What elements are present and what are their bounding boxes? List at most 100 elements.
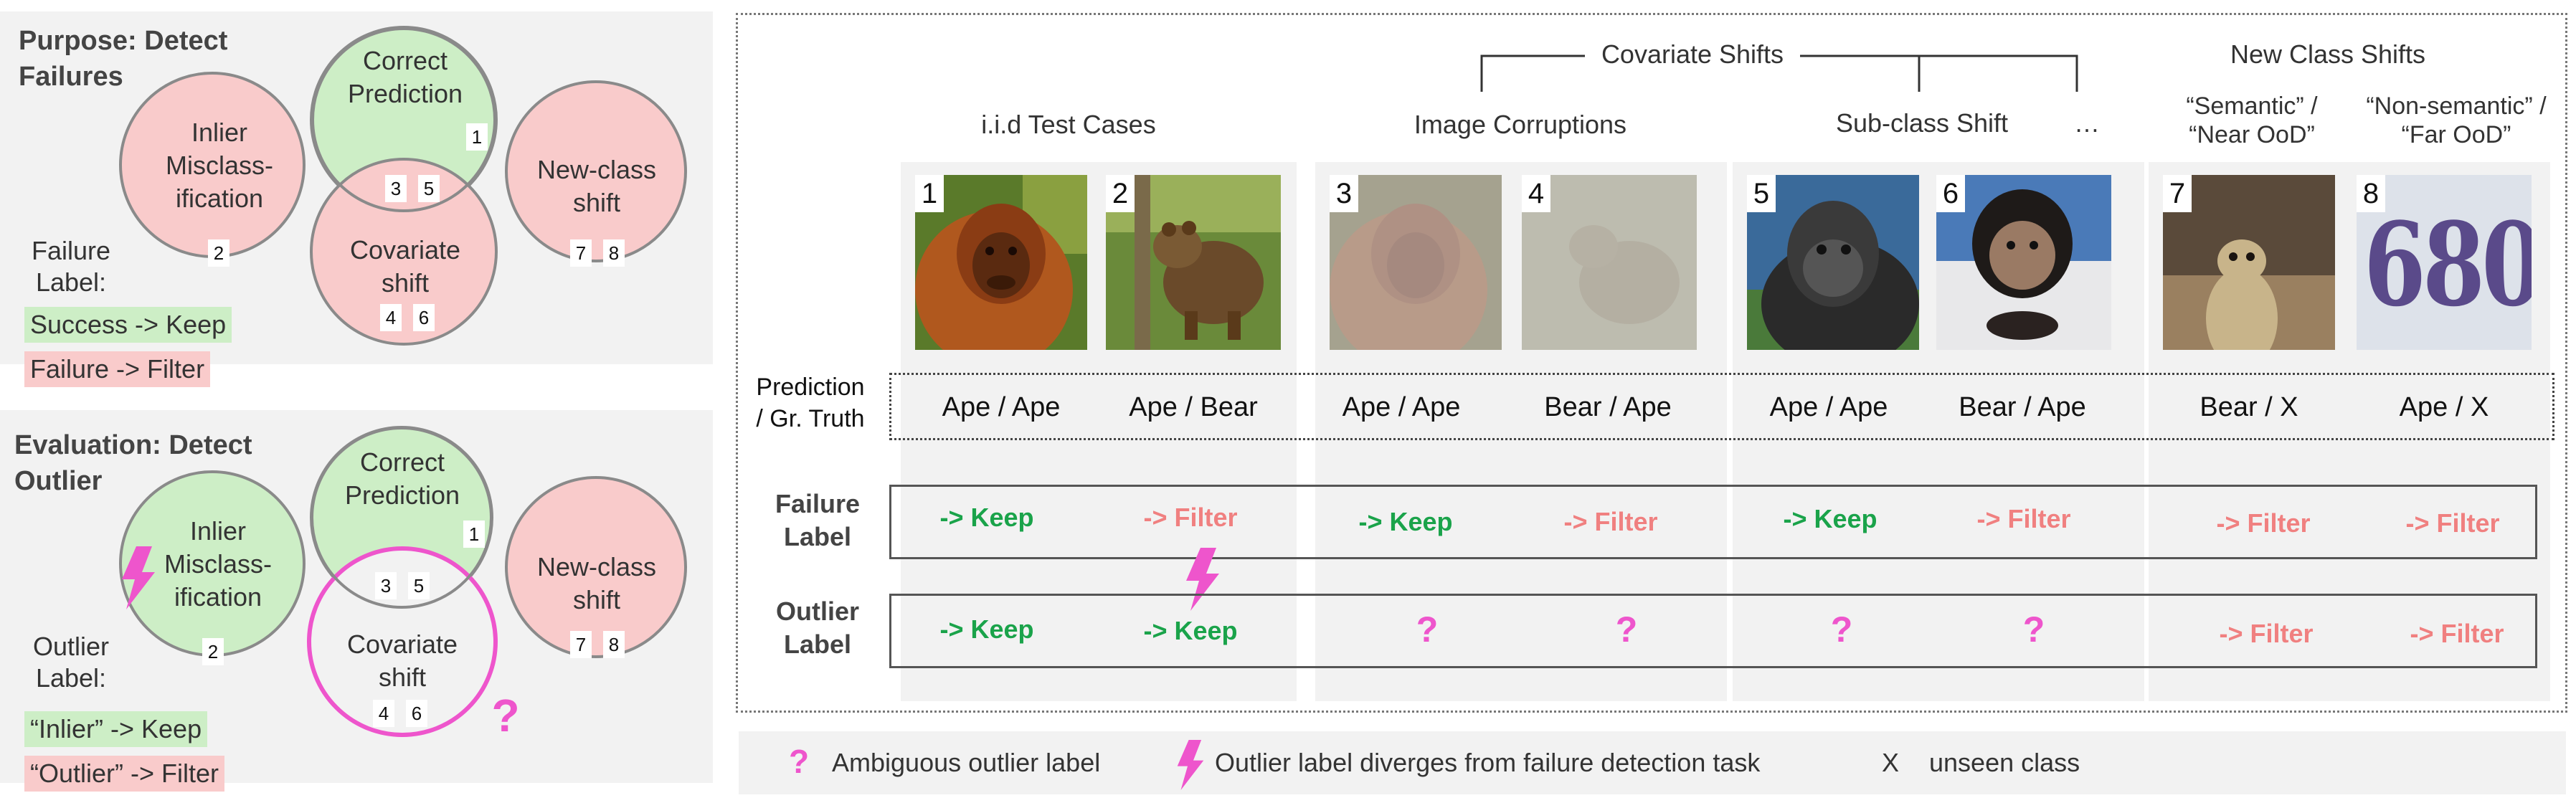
evaluation-inlier-circle xyxy=(119,470,306,657)
evaluation-title: Evaluation: Detect Outlier xyxy=(14,427,252,499)
failure-label-1: -> Keep xyxy=(939,503,1034,532)
evaluation-inlier-line2: Misclass- xyxy=(164,549,272,579)
evaluation-covariate-circle xyxy=(307,546,498,737)
purpose-num-7: 7 xyxy=(570,239,592,267)
purpose-num-3: 3 xyxy=(385,175,407,202)
prediction-row-label: Prediction / Gr. Truth xyxy=(746,371,875,434)
evaluation-overlap-lens xyxy=(311,427,493,609)
purpose-inlier-line3: ification xyxy=(175,184,264,213)
evaluation-num-4: 4 xyxy=(373,700,394,727)
purpose-num-6: 6 xyxy=(413,304,435,331)
purpose-overlap-lens xyxy=(311,27,496,212)
outlier-label-5: ? xyxy=(1830,609,1853,650)
failure-label-title-line1: Failure xyxy=(31,236,111,265)
orangutan-faded-illustration xyxy=(1330,175,1502,350)
image-1-orangutan: 1 xyxy=(915,175,1087,350)
failure-label-3: -> Keep xyxy=(1358,507,1453,536)
failure-filter-tag: Failure -> Filter xyxy=(24,351,211,387)
new-class-shifts-header: New Class Shifts xyxy=(2230,39,2426,69)
image-5-number: 5 xyxy=(1747,175,1776,212)
evaluation-inlier-line3: ification xyxy=(174,582,262,612)
prediction-7: Bear / X xyxy=(2199,392,2298,422)
evaluation-newclass-label: New-class shift xyxy=(516,551,677,617)
image-4-bear-corrupted: 4 xyxy=(1522,175,1697,350)
evaluation-num-8: 8 xyxy=(603,631,625,658)
failure-label-6: -> Filter xyxy=(1976,504,2071,533)
semantic-header-line2: “Near OoD” xyxy=(2189,121,2315,148)
evaluation-covariate-line2: shift xyxy=(378,662,427,692)
purpose-newclass-line1: New-class xyxy=(536,155,657,184)
purpose-newclass-circle xyxy=(505,80,687,262)
outlier-label-8: -> Filter xyxy=(2410,619,2504,648)
outlier-row-label-line1: Outlier xyxy=(775,597,859,626)
purpose-covariate-line1: Covariate xyxy=(349,235,461,265)
failure-row-label: Failure Label xyxy=(746,488,889,553)
prediction-6: Bear / Ape xyxy=(1959,392,2086,422)
purpose-newclass-label: New-class shift xyxy=(516,153,677,219)
non-semantic-header-line2: “Far OoD” xyxy=(2401,121,2511,148)
evaluation-newclass-circle xyxy=(505,476,687,658)
evaluation-newclass-line1: New-class xyxy=(536,552,657,581)
evaluation-num-6: 6 xyxy=(406,700,427,727)
evaluation-lightning-icon xyxy=(122,546,155,609)
outlier-label-title-line2: Label: xyxy=(35,663,107,693)
outlier-label-title: Outlier Label: xyxy=(19,631,123,694)
purpose-title-line1: Purpose: Detect xyxy=(19,26,228,56)
prediction-2: Ape / Bear xyxy=(1129,392,1258,422)
prediction-5: Ape / Ape xyxy=(1769,392,1888,422)
prediction-4: Bear / Ape xyxy=(1544,392,1672,422)
chimpanzee-illustration xyxy=(1936,175,2111,350)
evaluation-covariate-label: Covariate shift xyxy=(320,628,485,694)
legend-unseen-text: unseen class xyxy=(1929,748,2080,777)
failure-row-label-line2: Label xyxy=(783,522,852,551)
evaluation-correct-label: Correct Prediction xyxy=(320,446,485,512)
prediction-3: Ape / Ape xyxy=(1342,392,1461,422)
image-2-bear: 2 xyxy=(1106,175,1281,350)
image-7-meerkat: 7 xyxy=(2163,175,2335,350)
failure-label-7: -> Filter xyxy=(2216,508,2311,538)
evaluation-covariate-line1: Covariate xyxy=(346,629,458,659)
legend-x-symbol: X xyxy=(1882,748,1900,777)
purpose-num-4: 4 xyxy=(380,304,402,331)
purpose-inlier-line2: Misclass- xyxy=(166,151,273,180)
non-semantic-header: “Non-semantic” / “Far OoD” xyxy=(2338,92,2575,149)
purpose-inlier-line1: Inlier xyxy=(191,118,248,147)
image-3-number: 3 xyxy=(1330,175,1358,212)
failure-label-4: -> Filter xyxy=(1563,507,1658,536)
purpose-correct-line2: Prediction xyxy=(347,79,463,108)
evaluation-correct-line2: Prediction xyxy=(344,480,460,510)
ellipsis-header: … xyxy=(2074,108,2100,138)
image-1-number: 1 xyxy=(915,175,944,212)
failure-label-2: -> Filter xyxy=(1143,503,1238,532)
main-dashed-frame xyxy=(736,13,2567,713)
outlier-filter-tag: “Outlier” -> Filter xyxy=(24,756,225,792)
purpose-num-8: 8 xyxy=(603,239,625,267)
image-8-digits: 680 8 xyxy=(2357,175,2532,350)
evaluation-num-2: 2 xyxy=(202,638,224,665)
covariate-bracket xyxy=(1480,54,2078,92)
image-5-gorilla: 5 xyxy=(1747,175,1919,350)
bear-faded-illustration xyxy=(1522,175,1697,350)
prediction-row-label-line1: Prediction xyxy=(756,374,865,401)
legend-diverges-text: Outlier label diverges from failure dete… xyxy=(1215,748,1761,777)
purpose-correct-line1: Correct xyxy=(362,46,448,75)
failure-label-title-line2: Label: xyxy=(35,267,107,297)
failure-label-8: -> Filter xyxy=(2405,508,2500,538)
purpose-title: Purpose: Detect Failures xyxy=(19,23,227,95)
prediction-row-label-line2: / Gr. Truth xyxy=(756,405,865,432)
prediction-8: Ape / X xyxy=(2399,392,2489,422)
image-7-number: 7 xyxy=(2163,175,2192,212)
iid-header: i.i.d Test Cases xyxy=(981,110,1156,139)
semantic-header: “Semantic” / “Near OoD” xyxy=(2144,92,2359,149)
outlier-row-label: Outlier Label xyxy=(746,595,889,661)
legend-bar xyxy=(739,731,2566,794)
legend-ambiguous-text: Ambiguous outlier label xyxy=(832,748,1101,777)
image-3-orangutan-corrupted: 3 xyxy=(1330,175,1502,350)
evaluation-correct-line1: Correct xyxy=(359,447,445,477)
evaluation-inlier-label: Inlier Misclass- ification xyxy=(133,515,303,614)
covariate-shifts-header: Covariate Shifts xyxy=(1601,39,1784,69)
prediction-1: Ape / Ape xyxy=(942,392,1061,422)
purpose-num-5: 5 xyxy=(418,175,440,202)
outlier-row-label-line2: Label xyxy=(783,629,852,659)
divergence-lightning-icon xyxy=(1186,548,1219,611)
